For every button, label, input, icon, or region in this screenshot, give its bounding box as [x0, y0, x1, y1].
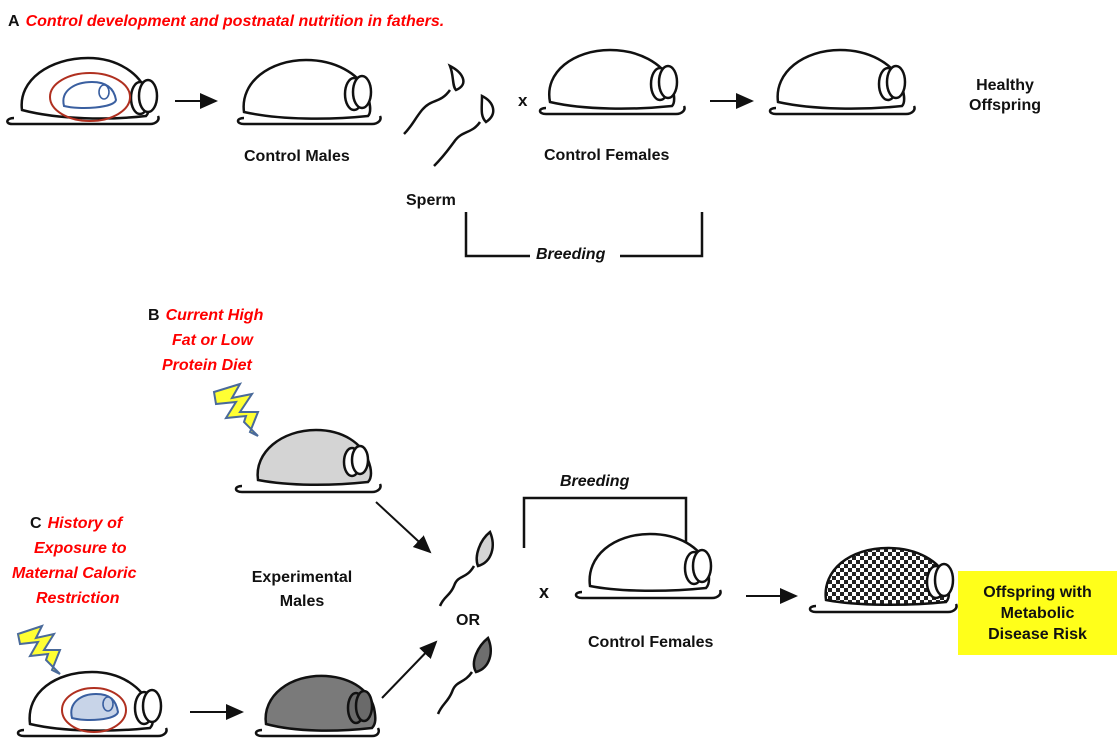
- high-fat-male-mouse: [234, 428, 382, 494]
- experimental-males-line1: Experimental: [251, 569, 353, 586]
- panel-b-line1: Current High: [165, 307, 264, 324]
- panel-c-line1: History of: [47, 515, 123, 532]
- panel-c-line2: Exposure to: [34, 540, 127, 557]
- panel-c-line4: Restriction: [36, 590, 120, 607]
- sperm-label: Sperm: [406, 192, 456, 209]
- sperm-light: [438, 529, 494, 607]
- control-female-mouse-top: [538, 48, 686, 116]
- healthy-offspring-line2: Offspring: [969, 97, 1041, 114]
- control-females-top-label: Control Females: [544, 147, 670, 164]
- panel-b-title: B Current High Fat or Low Protein Diet: [148, 303, 263, 378]
- control-female-mouse-bottom: [574, 532, 722, 600]
- control-males-label: Control Males: [244, 148, 350, 165]
- offspring-box-line2: Metabolic: [1000, 604, 1075, 622]
- panel-c-title: C History of Exposure to Maternal Caloric…: [6, 511, 136, 611]
- lightning-b-icon: [212, 382, 260, 437]
- experimental-males-label: Experimental Males: [242, 566, 362, 614]
- restricted-history-male-mouse: [254, 674, 380, 738]
- sperm-dark: [436, 635, 492, 715]
- panel-a-title: A Control development and postnatal nutri…: [8, 12, 444, 32]
- panel-a-letter: A: [8, 13, 20, 30]
- panel-b-line3: Protein Diet: [162, 357, 252, 374]
- healthy-offspring-label: Healthy Offspring: [950, 76, 1060, 116]
- control-females-bottom-label: Control Females: [588, 634, 714, 651]
- panel-c-letter: C: [30, 515, 42, 532]
- panel-c-line3: Maternal Caloric: [12, 565, 137, 582]
- or-label: OR: [456, 612, 480, 629]
- offspring-box-line3: Disease Risk: [988, 625, 1087, 643]
- control-male-mouse: [236, 58, 382, 126]
- panel-b-letter: B: [148, 307, 160, 324]
- breeding-label-bottom: Breeding: [560, 473, 630, 490]
- pregnant-control-mouse: [6, 56, 160, 126]
- cross-bottom: x: [539, 582, 550, 602]
- panel-a-title-text: Control development and postnatal nutrit…: [25, 13, 445, 30]
- experimental-males-line2: Males: [279, 593, 325, 610]
- healthy-offspring-line1: Healthy: [976, 77, 1034, 94]
- arrow-b: [375, 501, 432, 554]
- arrow-c2: [381, 640, 438, 699]
- metabolic-risk-offspring-mouse: [808, 546, 958, 614]
- breeding-bracket-a: [464, 212, 704, 258]
- breeding-bracket-bottom: [522, 496, 688, 548]
- cross-top: x: [518, 91, 528, 110]
- breeding-label-top: Breeding: [536, 246, 606, 263]
- offspring-box-line1: Offspring with: [983, 583, 1092, 601]
- metabolic-risk-highlight: Offspring with Metabolic Disease Risk: [958, 571, 1117, 655]
- sperm-cells: [403, 63, 495, 167]
- pregnant-restricted-mouse: [16, 670, 168, 738]
- panel-b-line2: Fat or Low: [172, 332, 253, 349]
- healthy-offspring-mouse: [768, 48, 916, 116]
- lightning-c-icon: [16, 624, 62, 675]
